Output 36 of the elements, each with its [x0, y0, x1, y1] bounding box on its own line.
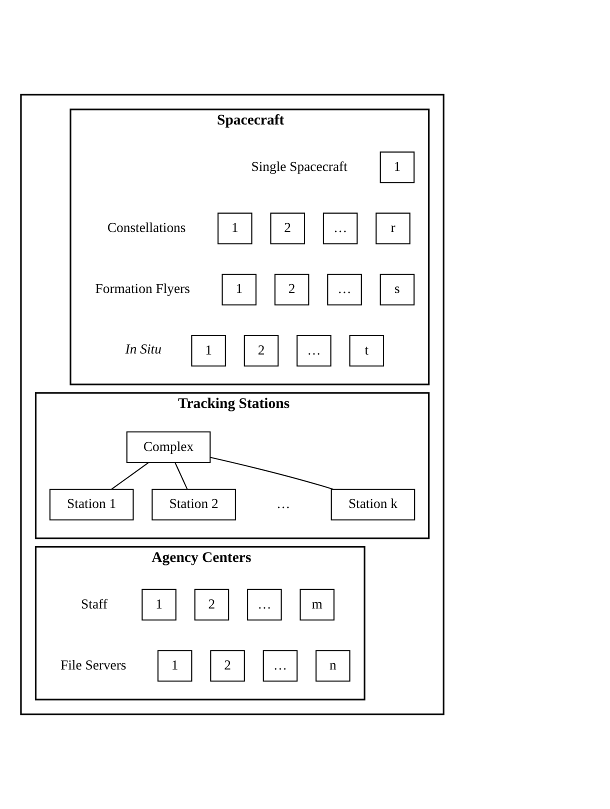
node-box: … [247, 588, 282, 621]
cluster [20, 94, 444, 716]
node-box: Station k [330, 488, 416, 520]
node-box: 1 [218, 212, 252, 244]
node-box: 1 [157, 650, 192, 682]
node-box: 2 [270, 212, 305, 244]
node-box: 2 [194, 588, 230, 621]
node-box: 1 [222, 274, 257, 306]
node-box: 2 [274, 274, 310, 306]
node-box: Station 1 [49, 488, 134, 520]
node-box: r [376, 212, 410, 244]
label: File Servers [60, 657, 126, 672]
label: In Situ [125, 341, 162, 356]
node-box: t [349, 334, 384, 367]
label: Single Spacecraft [251, 158, 348, 174]
node-box: Complex [126, 431, 211, 463]
node-box: … [296, 334, 332, 367]
node-box: … [262, 650, 298, 682]
connector [174, 462, 188, 490]
node-box: … [327, 274, 362, 306]
node-box: 2 [210, 650, 245, 682]
label: … [276, 496, 290, 512]
node-box: n [316, 650, 350, 682]
label: Constellations [107, 220, 186, 236]
node-box: m [300, 588, 335, 621]
node-box: 1 [142, 588, 176, 621]
node-box: Station 2 [152, 488, 236, 520]
node-box: 1 [191, 334, 226, 367]
node-box: s [380, 274, 415, 306]
node-box: 1 [380, 152, 415, 184]
label: Staff [81, 596, 108, 612]
node-box: … [322, 212, 358, 244]
node-box: 2 [244, 334, 279, 367]
label: Formation Flyers [95, 281, 190, 296]
connector [111, 462, 150, 490]
connector [210, 456, 334, 490]
